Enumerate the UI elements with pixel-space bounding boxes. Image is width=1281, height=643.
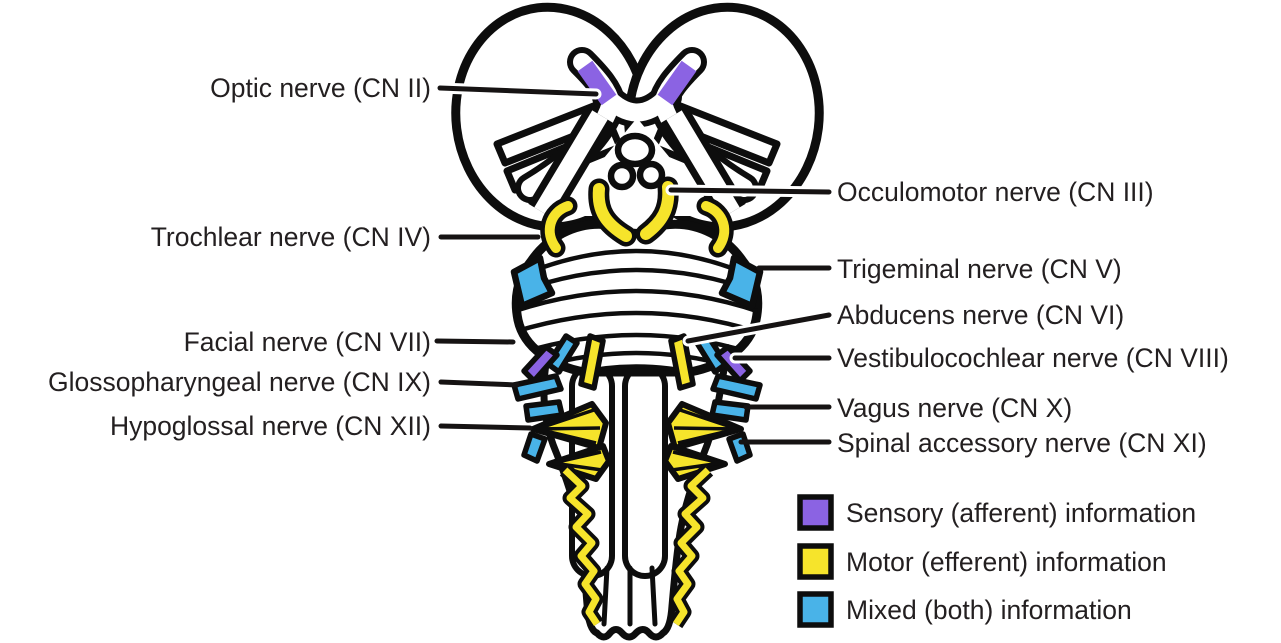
chiasm-dip	[598, 88, 676, 122]
pons-stripe	[529, 248, 743, 275]
pons-stripe	[523, 332, 749, 355]
right-spinal-accessory-nerve	[726, 431, 753, 464]
legend-sensory-label: Sensory (afferent) information	[846, 498, 1196, 528]
mixed-swatch-icon	[797, 591, 834, 628]
mammillary-body-upper	[614, 132, 656, 168]
right-trochlear-nerve	[701, 201, 730, 253]
right-abducens-nerve	[668, 333, 696, 391]
leader-hypoglossal	[438, 423, 533, 431]
leader-glossopharyngeal	[438, 379, 520, 388]
label-trigeminal-nerve: Trigeminal nerve (CN V)	[837, 254, 1122, 284]
legend-motor-label: Motor (efferent) information	[846, 547, 1167, 577]
leader-lines	[434, 82, 835, 445]
left-glossopharyngeal-nerve	[511, 373, 564, 402]
label-facial-nerve: Facial nerve (CN VII)	[184, 327, 431, 357]
label-hypoglossal-nerve: Hypoglossal nerve (CN XII)	[110, 411, 431, 441]
right-optic-nerve-sensory-fill	[657, 60, 697, 106]
pons-stripe	[516, 288, 758, 315]
label-vagus-nerve: Vagus nerve (CN X)	[837, 393, 1072, 423]
left-vagus-nerve	[523, 399, 565, 423]
motor-swatch-icon	[797, 543, 834, 580]
trigeminal-nerves	[510, 254, 764, 310]
left-optic-nerve-sensory-fill	[577, 60, 617, 106]
label-optic-nerve: Optic nerve (CN II)	[210, 73, 431, 103]
right-hypoglossal-fan	[665, 401, 744, 451]
label-vestibulocochlear-nerve: Vestibulocochlear nerve (CN VIII)	[837, 343, 1229, 373]
trochlear-nerves	[540, 196, 734, 258]
left-fan-rootlets-2	[552, 450, 603, 472]
right-vagus-nerve	[709, 399, 751, 423]
right-chain	[673, 467, 711, 626]
left-chain	[562, 467, 600, 626]
label-trochlear-nerve: Trochlear nerve (CN IV)	[151, 222, 431, 252]
nerve-roots	[511, 333, 763, 464]
mammillary-body-right	[636, 160, 666, 190]
leader-optic	[437, 85, 599, 97]
left-fan-rootlets	[536, 408, 601, 445]
right-fan-rootlets	[673, 408, 738, 445]
leader-abducens	[685, 312, 832, 344]
right-fan-rootlets-2	[671, 450, 722, 472]
mammillary-body-left	[607, 161, 637, 191]
label-abducens-nerve: Abducens nerve (CN VI)	[837, 300, 1124, 330]
right-trigeminal-nerve	[718, 254, 764, 310]
left-hypoglossal-fan	[530, 401, 609, 451]
labels: Optic nerve (CN II) Trochlear nerve (CN …	[48, 73, 1229, 458]
rootlet-chains	[559, 464, 714, 629]
left-abducens-nerve	[578, 333, 606, 391]
leader-occulomotor	[668, 187, 832, 195]
leader-facial	[434, 338, 516, 345]
left-spinal-accessory-nerve	[521, 431, 548, 464]
left-trochlear-nerve	[544, 201, 573, 253]
label-glossopharyngeal-nerve: Glossopharyngeal nerve (CN IX)	[48, 367, 431, 397]
legend: Sensory (afferent) information Motor (ef…	[797, 494, 1196, 628]
right-glossopharyngeal-nerve	[710, 373, 763, 402]
left-trigeminal-nerve	[510, 254, 556, 310]
left-oculomotor-nerve	[592, 183, 632, 242]
label-spinal-accessory-nerve: Spinal accessory nerve (CN XI)	[837, 428, 1207, 458]
cord-column-line-1	[601, 565, 610, 627]
cord-column-line-3	[649, 565, 658, 627]
pons-stripe	[516, 310, 758, 335]
sensory-swatch-icon	[797, 494, 834, 531]
label-occulomotor-nerve: Occulomotor nerve (CN III)	[837, 177, 1154, 207]
legend-mixed-label: Mixed (both) information	[846, 595, 1132, 625]
left-peduncle	[534, 110, 608, 217]
